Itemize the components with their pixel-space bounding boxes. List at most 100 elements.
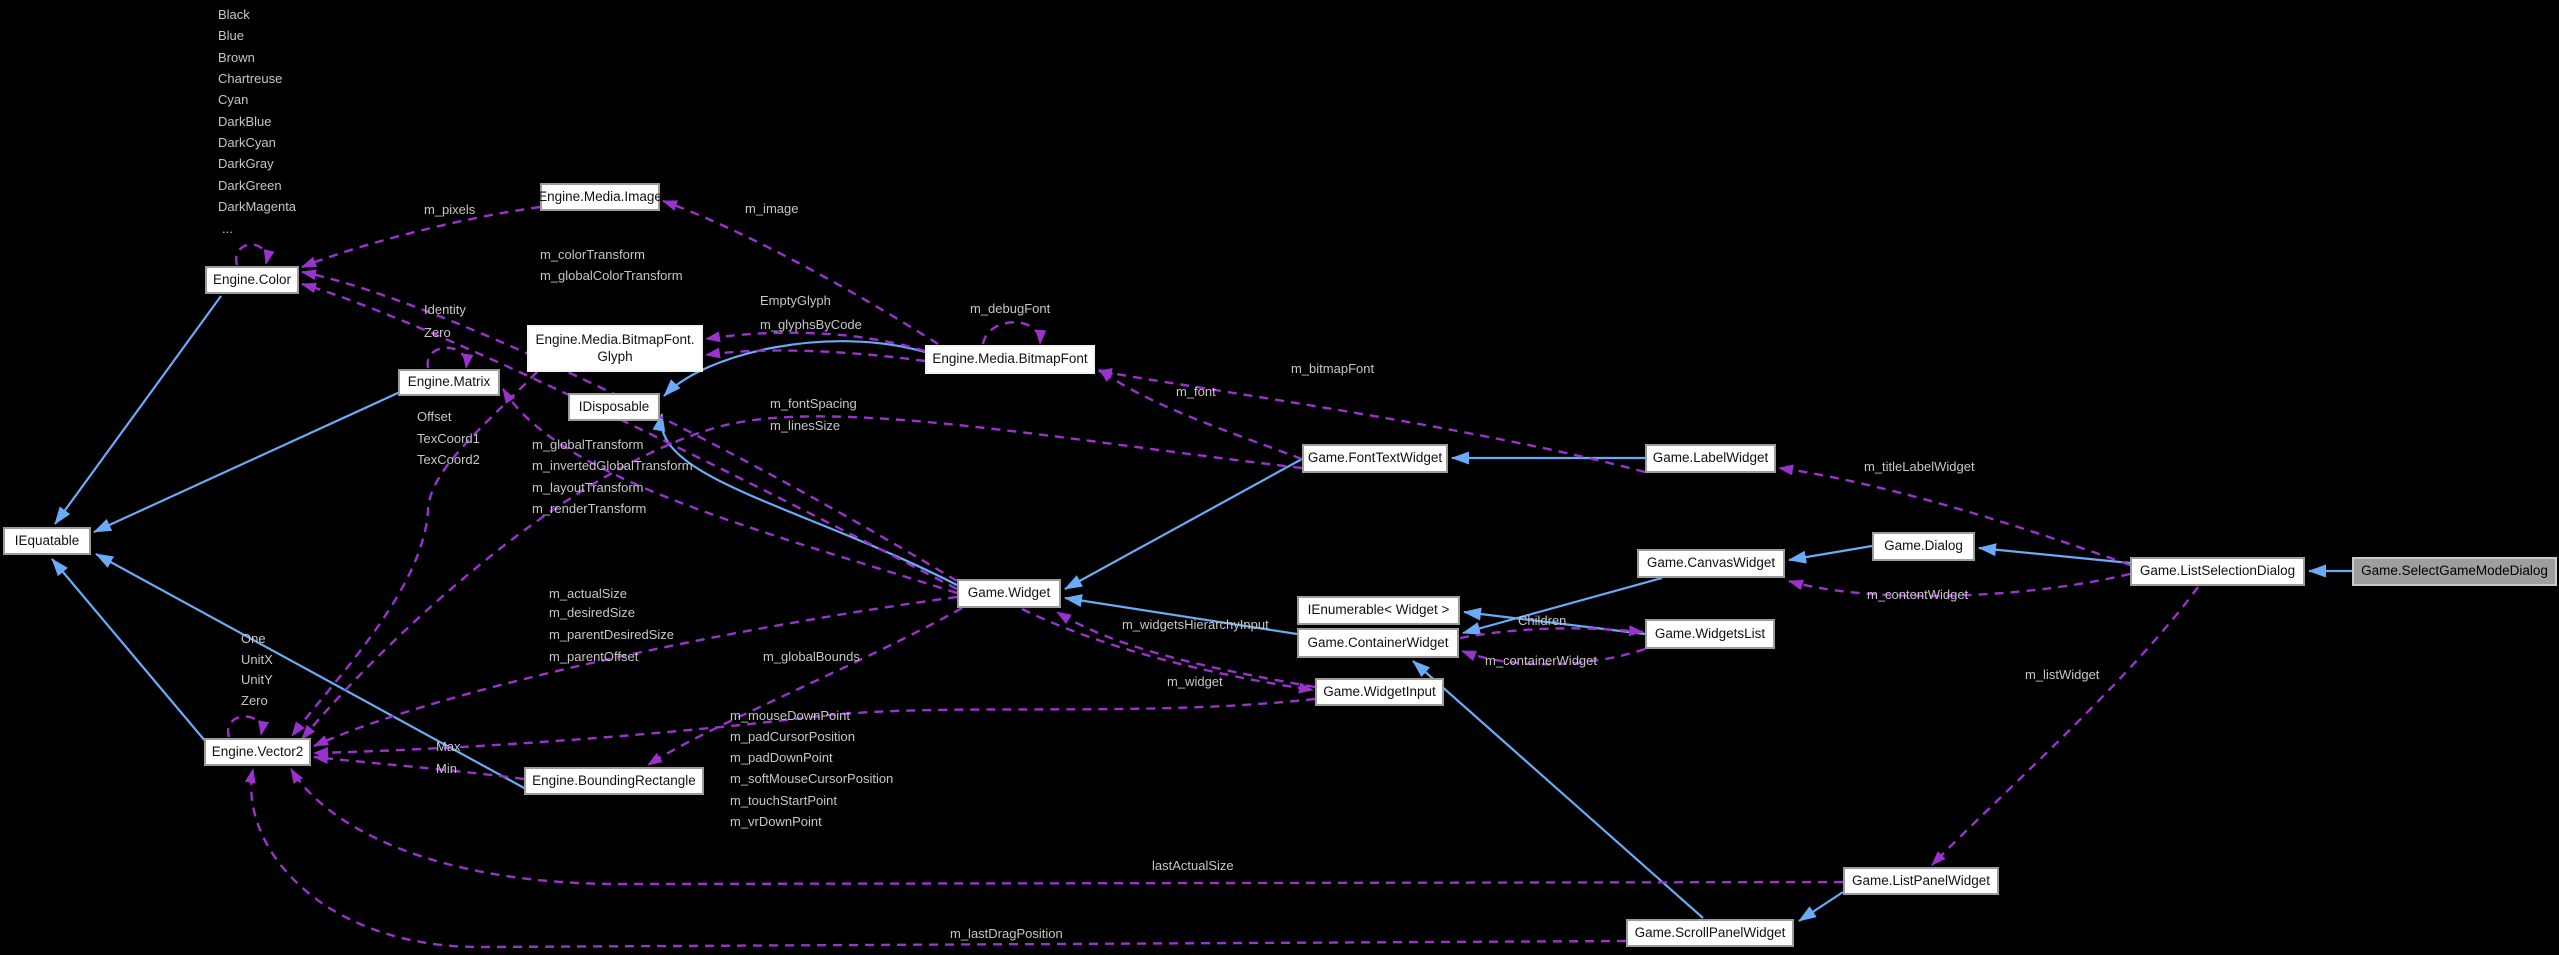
edge-label-texcoord2: TexCoord2 xyxy=(417,452,480,467)
edge-label-m-contentwidget: m_contentWidget xyxy=(1867,587,1969,602)
edge-label-zero: Zero xyxy=(241,693,268,708)
node-color[interactable]: Engine.Color xyxy=(205,266,299,294)
edge-bitmapfont-bitmapfont xyxy=(981,321,1047,345)
node-boundingrectangle[interactable]: Engine.BoundingRectangle xyxy=(524,767,704,795)
node-widgetslist[interactable]: Game.WidgetsList xyxy=(1645,619,1775,649)
edge-listpanelwidget-scrollpanelwidget xyxy=(1798,891,1844,922)
node-iequatable[interactable]: IEquatable xyxy=(3,527,91,555)
edge-labelwidget-bitmapfont xyxy=(1097,367,1646,474)
edge-label-darkblue: DarkBlue xyxy=(218,114,272,129)
node-widget[interactable]: Game.Widget xyxy=(957,579,1061,608)
edge-label-m-globalcolortransform: m_globalColorTransform xyxy=(540,268,683,283)
edge-label-children: Children xyxy=(1518,613,1567,628)
edge-label-m-touchstartpoint: m_touchStartPoint xyxy=(730,793,837,808)
node-widgetinput[interactable]: Game.WidgetInput xyxy=(1315,678,1444,706)
edge-widgetslist-ienumerable xyxy=(1463,607,1646,636)
edge-label-max: Max xyxy=(436,739,461,754)
edge-label-m-glyphsbycode: m_glyphsByCode xyxy=(760,317,862,332)
edge-label-m-vrdownpoint: m_vrDownPoint xyxy=(730,814,822,829)
edge-scrollpanelwidget-containerwidget xyxy=(1412,660,1704,919)
edge-bitmapfont-glyph xyxy=(705,331,926,353)
node-matrix[interactable]: Engine.Matrix xyxy=(398,369,500,396)
edge-widget-matrix xyxy=(501,388,958,595)
node-bitmapfont[interactable]: Engine.Media.BitmapFont xyxy=(925,345,1095,374)
node-canvaswidget[interactable]: Game.CanvasWidget xyxy=(1637,549,1785,578)
edge-widget-vector2 xyxy=(313,595,958,748)
edge-label-m-layouttransform: m_layoutTransform xyxy=(532,480,644,495)
edge-label-m-containerwidget: m_containerWidget xyxy=(1485,653,1597,668)
node-listselectiondialog[interactable]: Game.ListSelectionDialog xyxy=(2130,557,2305,586)
edge-label-m-mousedownpoint: m_mouseDownPoint xyxy=(730,708,850,723)
edge-image-color xyxy=(301,205,541,269)
node-listpanelwidget[interactable]: Game.ListPanelWidget xyxy=(1843,867,1999,895)
edge-label-m-paddownpoint: m_padDownPoint xyxy=(730,750,833,765)
edge-label-m-actualsize: m_actualSize xyxy=(549,586,628,601)
edge-fonttextwidget-widget xyxy=(1064,458,1303,590)
edge-label-min: Min xyxy=(436,761,457,776)
edge-widget-color xyxy=(301,269,958,583)
edge-label-black: Black xyxy=(218,7,250,22)
edge-vector2-vector2 xyxy=(226,715,270,738)
node-ienumerable[interactable]: IEnumerable< Widget > xyxy=(1297,596,1460,625)
edge-scrollpanelwidget-vector2 xyxy=(244,768,1627,949)
edge-label-m-widgetshierarchyinput: m_widgetsHierarchyInput xyxy=(1122,617,1269,632)
edge-canvaswidget-containerwidget xyxy=(1462,576,1663,635)
edge-label-m-debugfont: m_debugFont xyxy=(970,301,1051,316)
edge-containerwidget-widgetslist xyxy=(1459,625,1644,640)
edge-label-m-softmousecursorposition: m_softMouseCursorPosition xyxy=(730,771,894,786)
node-dialog[interactable]: Game.Dialog xyxy=(1872,532,1975,561)
edge-label-darkgray: DarkGray xyxy=(218,156,274,171)
edge-label-m-colortransform: m_colorTransform xyxy=(540,247,645,262)
node-vector2[interactable]: Engine.Vector2 xyxy=(204,738,311,766)
edge-label-m-bitmapfont: m_bitmapFont xyxy=(1291,361,1375,376)
node-selectgamemodedialog: Game.SelectGameModeDialog xyxy=(2352,557,2557,586)
edge-label-m-image: m_image xyxy=(745,201,799,216)
edge-label-brown: Brown xyxy=(218,50,255,65)
edge-boundingrectangle-vector2 xyxy=(313,753,525,781)
edge-label-m-widget: m_widget xyxy=(1167,674,1223,689)
edge-label-texcoord1: TexCoord1 xyxy=(417,431,480,446)
edge-label-m-parentoffset: m_parentOffset xyxy=(549,649,639,664)
node-idisposable[interactable]: IDisposable xyxy=(568,393,660,421)
edge-label-cyan: Cyan xyxy=(218,92,249,107)
edge-label-darkgreen: DarkGreen xyxy=(218,178,282,193)
edge-label-m-lastdragposition: m_lastDragPosition xyxy=(950,926,1063,941)
edge-widgetslist-containerwidget xyxy=(1461,647,1646,666)
edge-widgetinput-widget xyxy=(1056,610,1316,689)
edge-fonttextwidget-vector2 xyxy=(301,415,1303,740)
edge-label-m-padcursorposition: m_padCursorPosition xyxy=(730,729,856,744)
edge-label-emptyglyph: EmptyGlyph xyxy=(760,293,831,308)
edge-label-zero: Zero xyxy=(424,325,451,340)
edge-label-m-listwidget: m_listWidget xyxy=(2025,667,2100,682)
node-labelwidget[interactable]: Game.LabelWidget xyxy=(1645,444,1776,473)
node-scrollpanelwidget[interactable]: Game.ScrollPanelWidget xyxy=(1626,919,1794,947)
edge-containerwidget-widget xyxy=(1064,594,1298,636)
node-fonttextwidget[interactable]: Game.FontTextWidget xyxy=(1302,444,1448,473)
edge-label-m-invertedglobaltransform: m_invertedGlobalTransform xyxy=(532,458,693,473)
edge-listpanelwidget-vector2 xyxy=(289,768,1844,886)
edge-dialog-canvaswidget xyxy=(1788,544,1873,564)
edge-matrix-matrix xyxy=(426,346,474,369)
edge-listselectiondialog-canvaswidget xyxy=(1788,572,2131,598)
edge-label-m-titlelabelwidget: m_titleLabelWidget xyxy=(1864,459,1975,474)
edge-bitmapfont-idisposable xyxy=(663,340,926,397)
edge-listselectiondialog-dialog xyxy=(1978,543,2131,565)
node-glyph[interactable]: Engine.Media.BitmapFont. Glyph xyxy=(527,325,703,372)
edge-label-one: One xyxy=(241,631,266,646)
edge-label-m-globaltransform: m_globalTransform xyxy=(532,437,644,452)
edge-label-m-rendertransform: m_renderTransform xyxy=(532,501,647,516)
edge-label-chartreuse: Chartreuse xyxy=(218,71,283,86)
edge-label-darkmagenta: DarkMagenta xyxy=(218,199,297,214)
edge-widget-widgetinput xyxy=(1021,607,1314,694)
edge-label-m-font: m_font xyxy=(1176,384,1216,399)
edge-boundingrectangle-iequatable xyxy=(95,553,527,790)
node-image[interactable]: Engine.Media.Image xyxy=(538,183,662,211)
edge-matrix-iequatable xyxy=(93,390,401,534)
node-containerwidget[interactable]: Game.ContainerWidget xyxy=(1297,628,1459,658)
edge-label-m-parentdesiredsize: m_parentDesiredSize xyxy=(549,627,675,642)
edge-fonttextwidget-bitmapfont xyxy=(1098,368,1303,461)
edge-vector2-iequatable xyxy=(51,558,207,743)
edge-label-m-fontspacing: m_fontSpacing xyxy=(770,396,857,411)
